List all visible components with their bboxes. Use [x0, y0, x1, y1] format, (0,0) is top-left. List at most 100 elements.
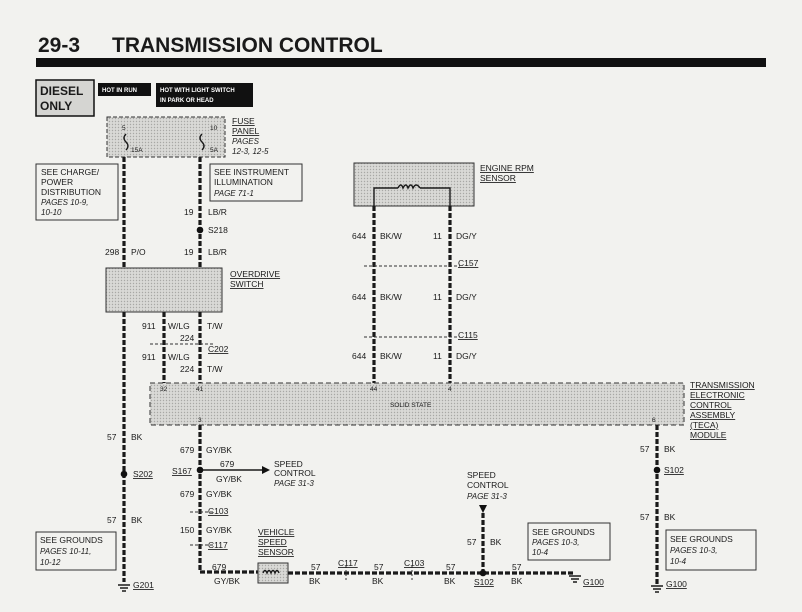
engine-rpm-sensor-box [353, 162, 475, 207]
illumination-ref-l1: SEE INSTRUMENT [214, 167, 289, 177]
wire-644b-num: 644 [352, 292, 366, 302]
s202-label: S202 [133, 469, 153, 479]
grounds-mid-p2: 10-4 [532, 548, 549, 557]
wire-57e-color: BK [511, 576, 523, 586]
grounds-left-l1: SEE GROUNDS [40, 535, 103, 545]
wire-11b-color: DG/Y [456, 292, 477, 302]
wire-224b-num: 224 [180, 364, 194, 374]
wire-298-color: P/O [131, 247, 146, 257]
wire-11c-color: DG/Y [456, 351, 477, 361]
wire-679-vss [198, 425, 258, 574]
s218-label: S218 [208, 225, 228, 235]
teca-label-4: ASSEMBLY [690, 410, 736, 420]
vss-label-2: SPEED [258, 537, 287, 547]
wire-679b-num: 679 [180, 489, 194, 499]
speed-bottom-l2: CONTROL [467, 480, 509, 490]
speed-control-arrow-right [262, 466, 270, 474]
wire-679b-color: GY/BK [206, 489, 232, 499]
grounds-mid-p1: PAGES 10-3, [532, 538, 579, 547]
wire-19b-color: LB/R [208, 247, 227, 257]
fuse-panel-label-2: PANEL [232, 126, 260, 136]
rpm-sensor-leads [373, 187, 451, 206]
wire-57b1-num: 57 [311, 562, 321, 572]
teca-label-6: MODULE [690, 430, 727, 440]
speed-bottom-l1: SPEED [467, 470, 496, 480]
section-number: 29-3 [38, 34, 80, 57]
charge-ref-l1: SEE CHARGE/ [41, 167, 100, 177]
solid-state-label: SOLID STATE [390, 402, 432, 409]
overdrive-label-1: OVERDRIVE [230, 269, 280, 279]
wire-911a-color: W/LG [168, 321, 190, 331]
speed-bottom-page: PAGE 31-3 [467, 492, 507, 501]
s102-bottom-label: S102 [474, 577, 494, 587]
hot-with-light-tag [156, 83, 253, 107]
diesel-only-badge [35, 79, 95, 117]
pin-44: 44 [370, 386, 378, 393]
fuse-panel-box [106, 116, 226, 158]
c157-label: C157 [458, 258, 479, 268]
illumination-ref-p1: PAGE 71-1 [214, 189, 254, 198]
wire-679s-color: GY/BK [216, 474, 242, 484]
fuse-a-number: 5 [122, 125, 126, 132]
hot-in-run-label: HOT IN RUN [102, 88, 137, 94]
wire-11b-num: 11 [433, 292, 442, 302]
wire-224b-color: T/W [207, 364, 223, 374]
wire-57a-num: 57 [107, 432, 117, 442]
g100-right-label: G100 [666, 579, 687, 589]
pin-32: 32 [160, 386, 168, 393]
speed-right-l2: CONTROL [274, 468, 316, 478]
splice-s218 [196, 226, 204, 234]
grounds-right-box [665, 529, 757, 571]
page-title: TRANSMISSION CONTROL [112, 34, 383, 57]
teca-module-box [149, 382, 685, 426]
wire-57r2-num: 57 [640, 512, 650, 522]
speed-right-l1: SPEED [274, 459, 303, 469]
fuse-b-symbol [199, 133, 205, 151]
wire-679a-num: 679 [180, 445, 194, 455]
grounds-mid-l1: SEE GROUNDS [532, 527, 595, 537]
fuse-a-symbol [123, 133, 129, 151]
fuse-panel-pages-2: 12-3, 12-5 [232, 147, 269, 156]
wire-57e-num: 57 [512, 562, 522, 572]
vss-coil-symbol [262, 569, 280, 575]
pin-4: 4 [448, 386, 452, 393]
title-bar [36, 58, 766, 67]
wire-644c-color: BK/W [380, 351, 402, 361]
splice-s202 [120, 470, 128, 478]
wire-57m-num: 57 [467, 537, 477, 547]
teca-label-5: (TECA) [690, 420, 719, 430]
rpm-coil-symbol [397, 184, 421, 190]
pin-41: 41 [196, 386, 204, 393]
wire-911b-num: 911 [142, 352, 156, 362]
wire-644a-num: 644 [352, 231, 366, 241]
wire-19b-num: 19 [184, 247, 194, 257]
wire-644b-color: BK/W [380, 292, 402, 302]
grounds-right-l1: SEE GROUNDS [670, 534, 733, 544]
c103b-label: C103 [404, 558, 425, 568]
wire-57r2-color: BK [664, 512, 676, 522]
wire-644c-num: 644 [352, 351, 366, 361]
overdrive-label-2: SWITCH [230, 279, 264, 289]
vss-label-3: SENSOR [258, 547, 294, 557]
fuse-b-amp: 5A [210, 147, 219, 154]
illumination-ref-l2: ILLUMINATION [214, 177, 273, 187]
rpm-label-2: SENSOR [480, 173, 516, 183]
wire-911b-color: W/LG [168, 352, 190, 362]
fuse-panel-pages-1: PAGES [232, 137, 260, 146]
fuse-panel-label-1: FUSE [232, 116, 255, 126]
grounds-right-p1: PAGES 10-3, [670, 546, 717, 555]
fuse-a-amp: 15A [131, 147, 143, 154]
hot-in-run-tag [98, 83, 151, 96]
wire-57a-color: BK [131, 432, 143, 442]
g201-label: G201 [133, 580, 154, 590]
charge-ref-l2: POWER [41, 177, 73, 187]
charge-ref-p2: 10-10 [41, 208, 62, 217]
hot-with-light-label-2: IN PARK OR HEAD [160, 98, 214, 104]
wire-150-color: GY/BK [206, 525, 232, 535]
wire-298-num: 298 [105, 247, 119, 257]
s102-right-label: S102 [664, 465, 684, 475]
illumination-ref-box [209, 163, 303, 202]
wire-150-num: 150 [180, 525, 194, 535]
wire-679a-color: GY/BK [206, 445, 232, 455]
c115-label: C115 [458, 330, 478, 340]
